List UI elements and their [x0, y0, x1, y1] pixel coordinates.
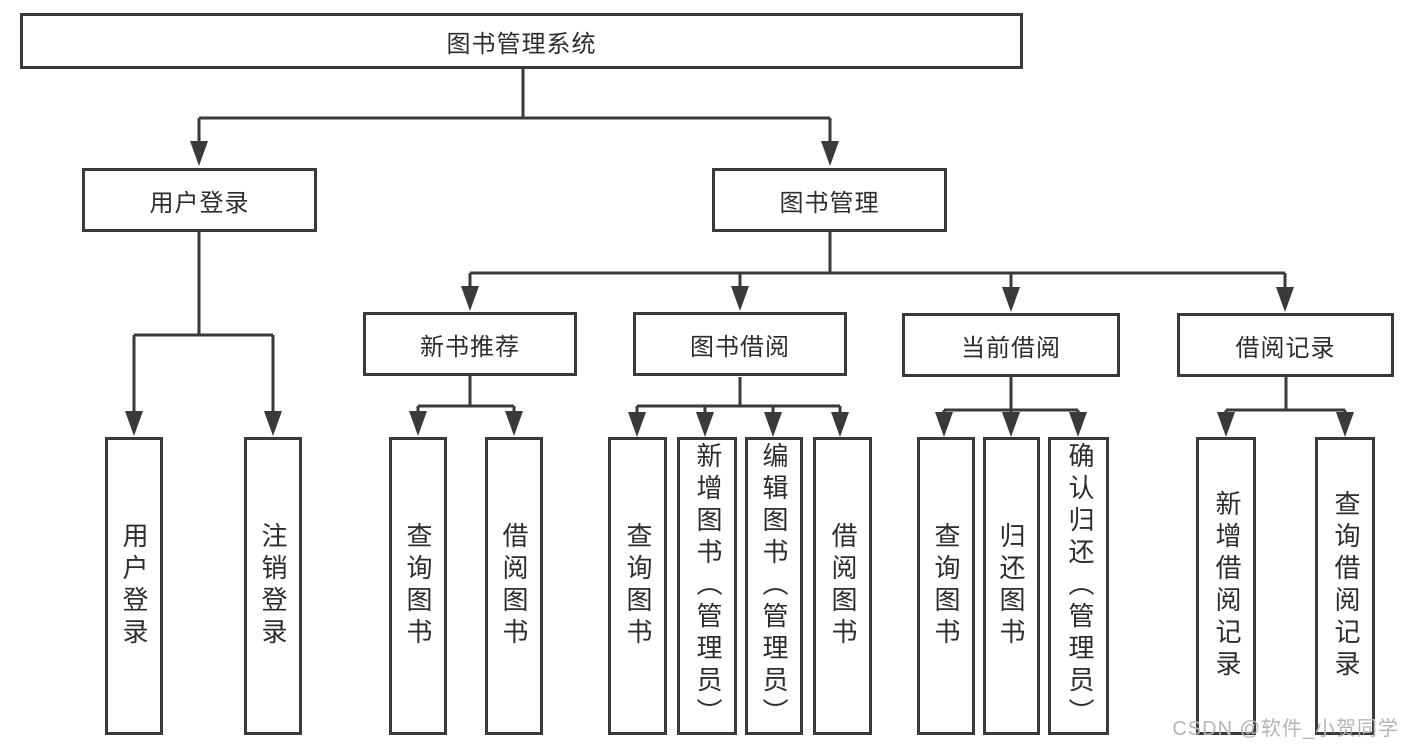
box-leaf-confirm-return-admin: 确认归还（管理员）: [1048, 437, 1109, 735]
box-leaf-borrow-books-recommend: 借阅图书: [485, 437, 543, 735]
box-leaf-borrow-books-borrowing: 借阅图书: [813, 437, 872, 735]
box-leaf-logout: 注销登录: [244, 437, 302, 735]
box-leaf-query-books-recommend: 查询图书: [389, 437, 447, 735]
box-leaf-edit-book-admin: 编辑图书（管理员）: [745, 437, 803, 735]
box-user-login: 用户登录: [82, 168, 317, 232]
box-library-management-system: 图书管理系统: [20, 13, 1023, 69]
box-new-book-recommendation: 新书推荐: [363, 312, 577, 376]
arrowheads: [125, 141, 1354, 437]
box-borrowing-records: 借阅记录: [1177, 313, 1394, 377]
box-leaf-query-books-borrowing: 查询图书: [608, 437, 667, 735]
box-leaf-add-book-admin: 新增图书（管理员）: [677, 437, 737, 735]
box-leaf-return-book: 归还图书: [983, 437, 1040, 735]
box-book-management: 图书管理: [712, 168, 947, 232]
box-leaf-query-books-current: 查询图书: [917, 437, 975, 735]
box-current-borrowing: 当前借阅: [902, 313, 1120, 377]
watermark-text: CSDN @软件_小贺同学: [1172, 718, 1399, 740]
box-leaf-add-borrow-record: 新增借阅记录: [1196, 437, 1256, 735]
box-leaf-user-login: 用户登录: [105, 437, 163, 735]
box-leaf-query-borrow-record: 查询借阅记录: [1315, 437, 1375, 735]
box-book-borrowing: 图书借阅: [633, 312, 847, 376]
